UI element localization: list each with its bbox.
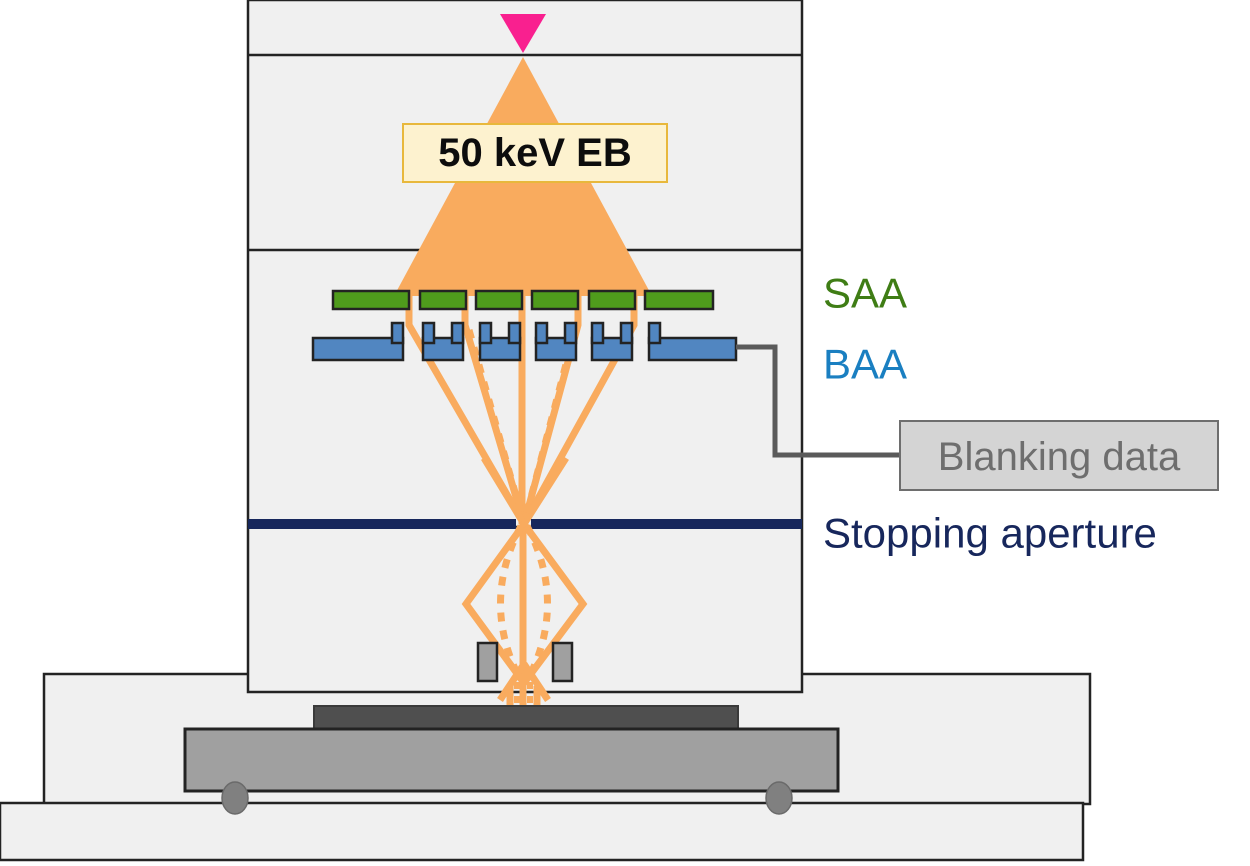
blanking-data-label: Blanking data bbox=[938, 435, 1181, 479]
baa-label: BAA bbox=[823, 341, 907, 388]
baa-electrode bbox=[421, 321, 436, 345]
blanked-beamlet-paths-group bbox=[465, 329, 579, 525]
blanking-data-callout[interactable]: Blanking data bbox=[899, 420, 1219, 491]
saa-segment bbox=[643, 289, 715, 311]
lower-blanked-left bbox=[497, 524, 525, 683]
baa-body bbox=[647, 336, 738, 362]
blanked-beamlet-right bbox=[520, 329, 579, 525]
baa-cell bbox=[534, 321, 578, 362]
lower-blanked-right bbox=[523, 524, 551, 683]
beamlet-cross-right bbox=[481, 456, 527, 526]
stopping-aperture-right bbox=[531, 519, 802, 529]
lower-beam-cross-right bbox=[497, 662, 527, 702]
beam-energy-callout-box bbox=[402, 123, 668, 183]
final-aperture-left bbox=[476, 641, 499, 683]
blanking-data-wire bbox=[736, 344, 900, 458]
electron-source-arrow-icon bbox=[500, 14, 546, 53]
baa-cell bbox=[590, 321, 634, 362]
baa-electrode bbox=[590, 321, 605, 345]
saa-label: SAA bbox=[823, 270, 907, 317]
baa-electrode bbox=[507, 321, 522, 345]
wafer-stage-group bbox=[183, 705, 840, 815]
final-beamlets-dotted-group bbox=[514, 682, 533, 712]
baa-electrode bbox=[563, 321, 578, 345]
saa-array-group bbox=[331, 289, 715, 311]
baa-electrode bbox=[478, 321, 493, 345]
blanked-beamlet-left bbox=[465, 329, 528, 525]
baa-body bbox=[311, 336, 405, 362]
blanking-data-box[interactable] bbox=[899, 420, 1219, 491]
baa-array-group bbox=[311, 321, 738, 362]
baa-electrode bbox=[647, 321, 662, 345]
stopping-aperture-label: Stopping aperture bbox=[823, 510, 1157, 557]
base-plinth bbox=[0, 801, 1085, 862]
stopping-aperture-left bbox=[248, 519, 516, 529]
saa-segment bbox=[474, 289, 524, 311]
saa-segment bbox=[418, 289, 468, 311]
final-aperture-right bbox=[551, 641, 574, 683]
baa-cell bbox=[478, 321, 522, 362]
lower-beam-cross-left bbox=[521, 662, 551, 702]
stage-foot-right bbox=[765, 781, 793, 815]
final-aperture-group bbox=[476, 641, 574, 683]
baa-electrode bbox=[619, 321, 634, 345]
baa-cell bbox=[311, 321, 405, 362]
stage-foot-left bbox=[221, 781, 249, 815]
saa-segment bbox=[587, 289, 637, 311]
saa-segment bbox=[530, 289, 580, 311]
baa-electrode bbox=[534, 321, 549, 345]
xy-stage bbox=[183, 727, 840, 793]
baa-electrode bbox=[450, 321, 465, 345]
beam-energy-label: 50 keV EB bbox=[438, 131, 631, 175]
baa-electrode bbox=[390, 321, 405, 345]
lower-blanked-beam-group bbox=[497, 524, 551, 683]
stopping-aperture-group bbox=[248, 519, 802, 529]
saa-segment bbox=[331, 289, 411, 311]
beamlet-cross-left bbox=[521, 456, 569, 526]
beam-energy-callout: 50 keV EB bbox=[402, 123, 668, 183]
baa-cell bbox=[421, 321, 465, 362]
